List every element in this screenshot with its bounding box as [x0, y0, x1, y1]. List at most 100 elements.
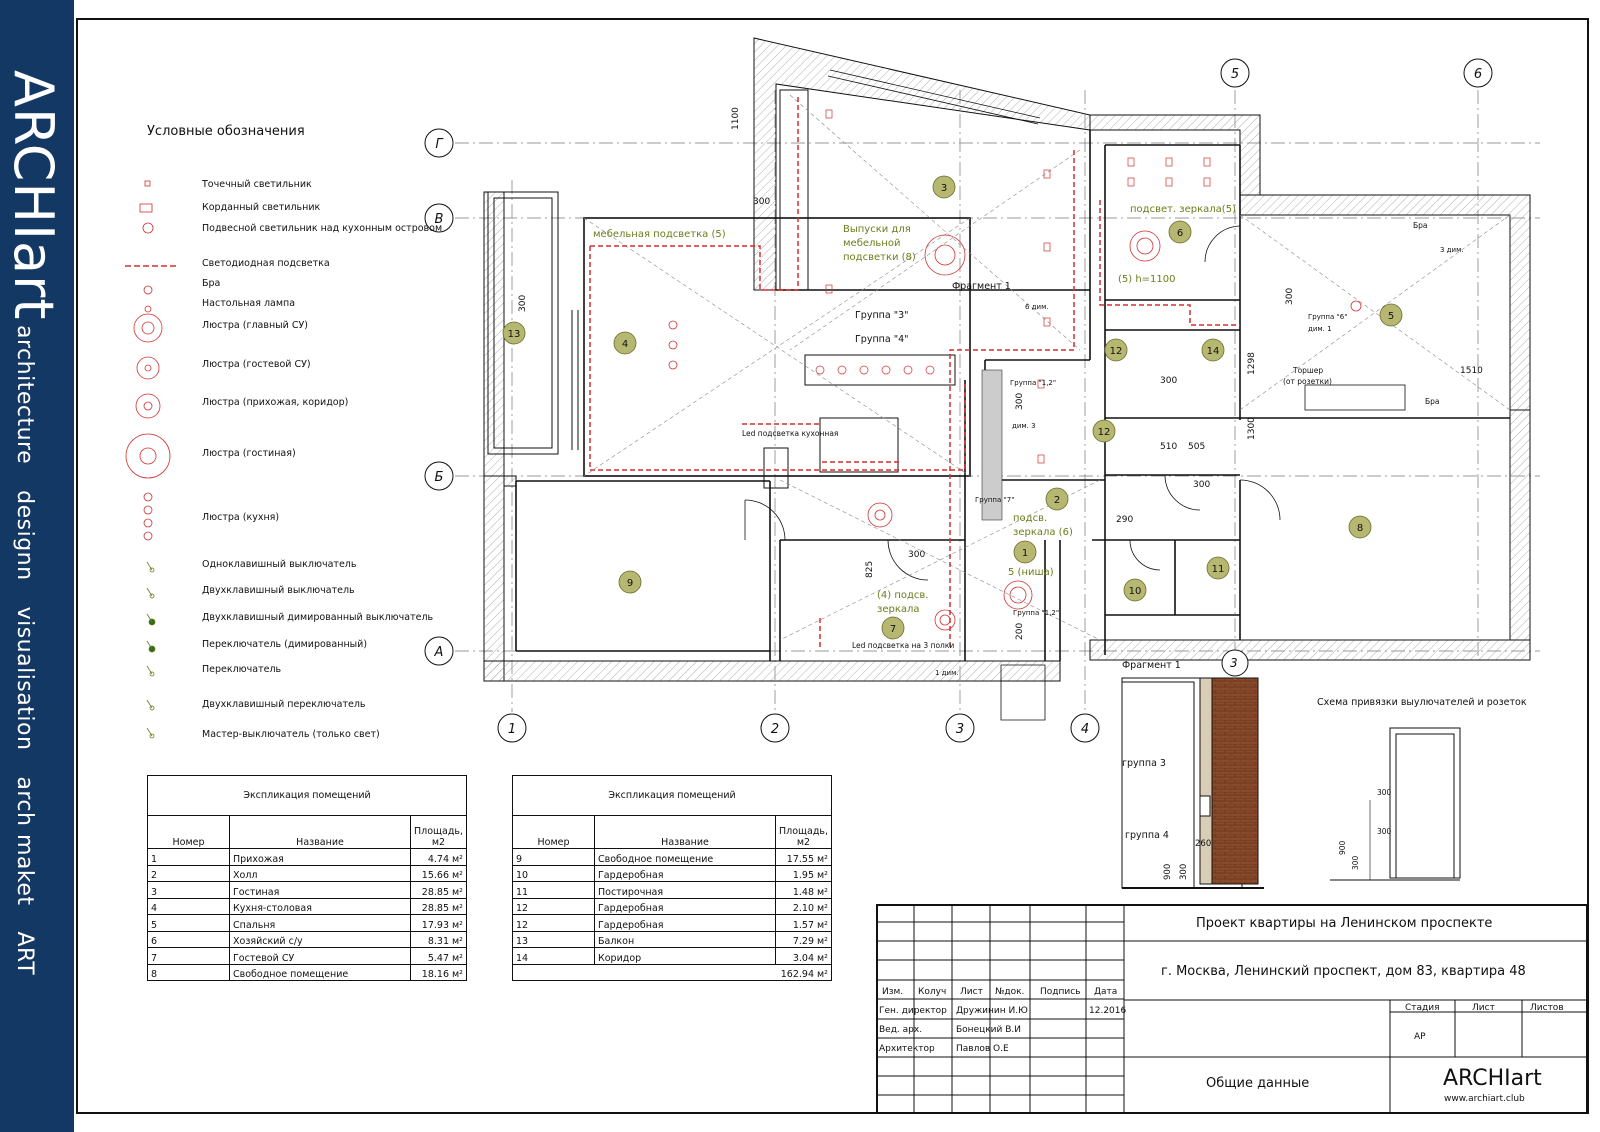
plan-label: Бра	[1425, 397, 1440, 406]
axis-label: 3	[1230, 656, 1238, 670]
axis-bubble	[945, 713, 975, 743]
dimension: 300	[1285, 288, 1295, 305]
room-number: 8	[1357, 523, 1363, 534]
fragment-label: группа 3	[1122, 758, 1166, 769]
doors	[744, 225, 1281, 721]
led-strips	[589, 95, 1240, 650]
axis-bubble	[1463, 58, 1493, 88]
plan-label: Выпуски для	[843, 224, 911, 235]
plan-label: Торшер	[1292, 366, 1323, 375]
dimension: 1100	[731, 107, 741, 130]
tb-stage-header: Стадия	[1405, 1003, 1440, 1013]
dimension: 900	[1338, 840, 1347, 855]
axis-bubble	[424, 128, 454, 158]
room-schedule-table-right: Экспликация помещений Номер Название Пло…	[512, 775, 832, 981]
room-bubble	[1013, 540, 1037, 564]
table-header: Название	[593, 815, 777, 849]
title-block-grid	[876, 904, 1589, 1114]
title-block: Проект квартиры на Ленинском проспекте г…	[876, 904, 1588, 1114]
room-bubble	[1379, 303, 1403, 327]
legend-item: Бра	[202, 278, 221, 289]
windows	[827, 69, 1406, 411]
room-bubble	[1045, 487, 1069, 511]
room-bubble	[1168, 220, 1192, 244]
room-bubble	[1348, 515, 1372, 539]
axis-label-g: Г	[435, 137, 444, 152]
room-number: 13	[508, 329, 521, 340]
brand-sidebar: ARCHIart architecturedesignnvisualisatio…	[0, 0, 74, 1132]
legend-item: Люстра (прихожая, коридор)	[202, 397, 349, 408]
dimension: 1300	[1247, 417, 1257, 440]
axis-bubble	[424, 461, 454, 491]
dimension: 300	[1015, 393, 1025, 410]
plan-label: Фрагмент 1	[952, 281, 1011, 292]
table-header: Номер	[512, 815, 595, 849]
axis-bubble	[760, 713, 790, 743]
axis-bubble	[1220, 58, 1250, 88]
kitchen-counter	[763, 89, 956, 489]
plan-label: Группа "4"	[855, 334, 909, 345]
plan-label: (4) подсв.	[877, 590, 928, 601]
tb-col-header: Дата	[1094, 987, 1117, 997]
sheet-frame	[76, 18, 1589, 1114]
legend-item: Переключатель (димированный)	[202, 639, 368, 650]
room-bubble	[1206, 556, 1230, 580]
room-schedule-table-left: Экспликация помещений Номер Название Пло…	[147, 775, 467, 981]
title-block-logo: ARCHIart	[1443, 1066, 1542, 1091]
room-number: 5	[1388, 311, 1394, 322]
plan-label: Группа "1,2"	[1010, 379, 1056, 387]
fragment-title: Фрагмент 1	[1122, 660, 1181, 671]
table-header: Название	[228, 815, 412, 849]
legend-item: Светодиодная подсветка	[202, 258, 330, 269]
fragment-label: группа 4	[1125, 830, 1169, 841]
plan-label: подсветки (8)	[843, 252, 916, 263]
legend-item: Люстра (кухня)	[202, 512, 280, 523]
dimension: 1298	[1247, 352, 1257, 375]
tb-role: Вед. арх.	[879, 1025, 922, 1035]
legend-item: Переключатель	[202, 664, 282, 675]
plan-label: мебельной	[843, 238, 900, 249]
legend-item: Точечный светильник	[202, 179, 312, 190]
axis-label-b: Б	[435, 470, 444, 485]
room-number: 6	[1177, 228, 1183, 239]
tb-name: Дружинин И.Ю	[956, 1006, 1028, 1016]
plan-label: (5) h=1100	[1118, 274, 1176, 285]
plan-label: подсвет. зеркала(5)	[1130, 204, 1236, 215]
plan-label: дим. 3	[1012, 422, 1036, 430]
tb-col-header: Колуч	[918, 987, 946, 997]
dimension: 200	[1015, 623, 1025, 640]
room-number: 10	[1129, 586, 1142, 597]
plan-label: Группа "3"	[855, 310, 909, 321]
tb-stage-header: Листов	[1530, 1003, 1564, 1013]
exterior-walls	[483, 37, 1531, 682]
axis-bubble	[424, 636, 454, 666]
axis-label-3: 3	[956, 722, 964, 737]
table-header: Площадь, м2	[775, 815, 832, 849]
dimension: 300	[1377, 788, 1392, 797]
room-bubble	[881, 616, 905, 640]
room-bubble	[1201, 338, 1225, 362]
tb-col-header: Лист	[960, 987, 983, 997]
scheme-title: Схема привязки выулючателей и розеток	[1317, 697, 1527, 708]
legend-item: Люстра (гостевой СУ)	[202, 359, 311, 370]
plan-label: Группа "7"	[975, 496, 1014, 504]
chandelier-icon	[668, 230, 1362, 631]
plan-label: дим. 1	[1308, 325, 1332, 333]
legend-item: Корданный светильник	[202, 202, 321, 213]
spotlight-icon	[815, 109, 1211, 464]
tb-col-header: Изм.	[882, 987, 903, 997]
project-address: г. Москва, Ленинский проспект, дом 83, к…	[1161, 964, 1526, 979]
tb-col-header: Подпись	[1040, 987, 1080, 997]
axis-label-a: А	[434, 645, 444, 660]
dimension: 1510	[1460, 366, 1483, 376]
legend-item: Одноклавишный выключатель	[202, 559, 357, 570]
plan-label: 5 (ниша)	[1008, 567, 1054, 578]
axis-bubbles-letters	[424, 128, 454, 666]
